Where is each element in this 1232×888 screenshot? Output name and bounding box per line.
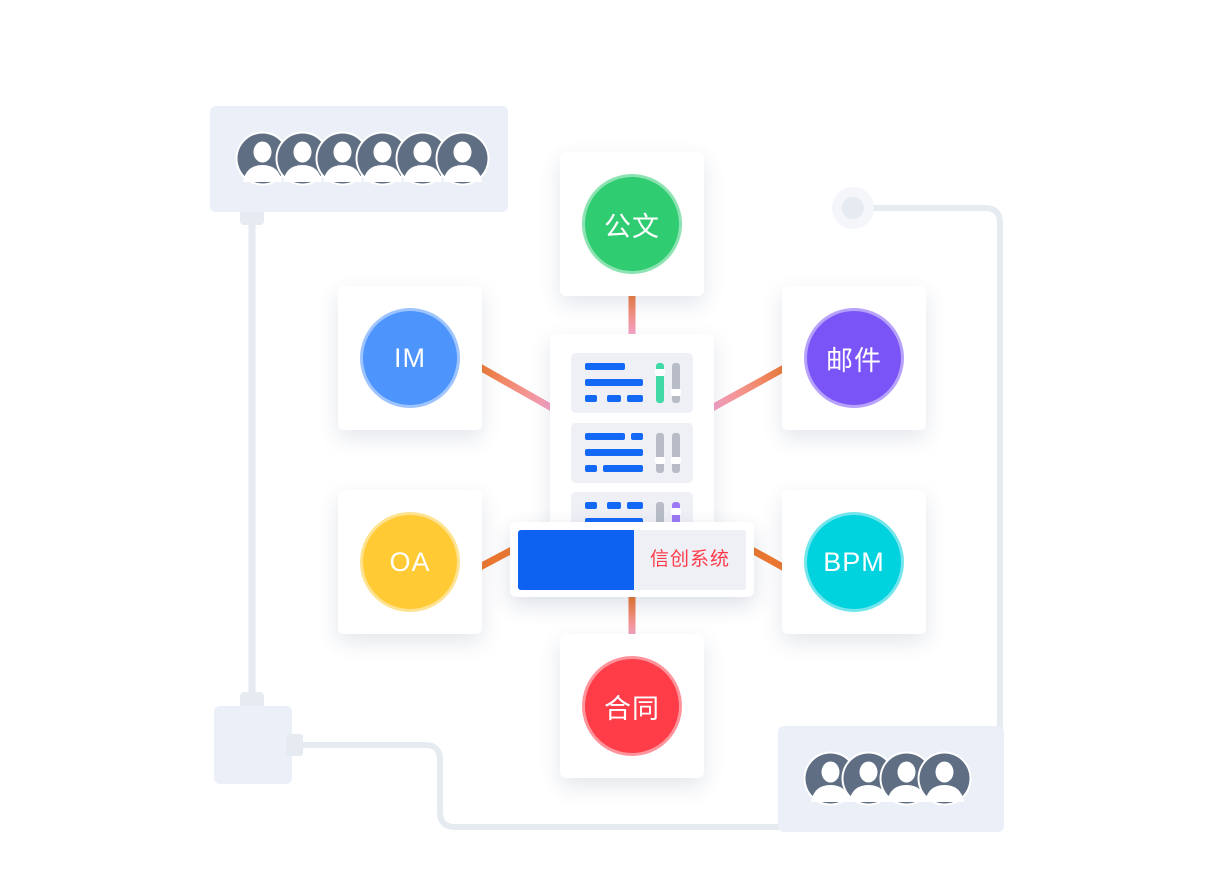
node-oa[interactable]: OA bbox=[360, 512, 460, 612]
rack-slider bbox=[671, 433, 681, 473]
system-accent-block bbox=[518, 530, 634, 590]
user-avatar-icon bbox=[274, 130, 331, 187]
connector-oa bbox=[474, 546, 516, 572]
rack-slider bbox=[655, 363, 665, 403]
cable-right bbox=[855, 205, 1003, 760]
junction-box-port bbox=[286, 734, 303, 756]
card-youjian: 邮件 bbox=[782, 286, 926, 430]
user-avatar-icon bbox=[878, 750, 935, 807]
user-avatar-icon bbox=[314, 130, 371, 187]
card-gongwen: 公文 bbox=[560, 152, 704, 296]
connector-im bbox=[474, 362, 556, 412]
connector-youjian bbox=[708, 362, 792, 412]
rack-slider bbox=[671, 363, 681, 403]
node-bpm[interactable]: BPM bbox=[804, 512, 904, 612]
rack-slider bbox=[655, 433, 665, 473]
card-oa: OA bbox=[338, 490, 482, 634]
card-im: IM bbox=[338, 286, 482, 430]
rack-unit-2 bbox=[571, 423, 693, 483]
node-youjian[interactable]: 邮件 bbox=[804, 308, 904, 408]
user-avatar-icon bbox=[354, 130, 411, 187]
user-avatar-icon bbox=[234, 130, 291, 187]
card-hetong: 合同 bbox=[560, 634, 704, 778]
user-avatar-icon bbox=[394, 130, 451, 187]
user-avatar-icon bbox=[802, 750, 859, 807]
user-avatar-icon bbox=[840, 750, 897, 807]
junction-box bbox=[214, 706, 292, 784]
cable-bottom bbox=[300, 742, 790, 830]
node-hetong[interactable]: 合同 bbox=[582, 656, 682, 756]
card-bpm: BPM bbox=[782, 490, 926, 634]
system-box: 信创系统 bbox=[510, 522, 754, 597]
node-im[interactable]: IM bbox=[360, 308, 460, 408]
node-gongwen[interactable]: 公文 bbox=[582, 174, 682, 274]
user-avatar-icon bbox=[434, 130, 491, 187]
system-label: 信创系统 bbox=[649, 549, 730, 570]
user-avatar-icon bbox=[916, 750, 973, 807]
server-rack bbox=[550, 334, 714, 552]
rack-unit-1 bbox=[571, 353, 693, 413]
